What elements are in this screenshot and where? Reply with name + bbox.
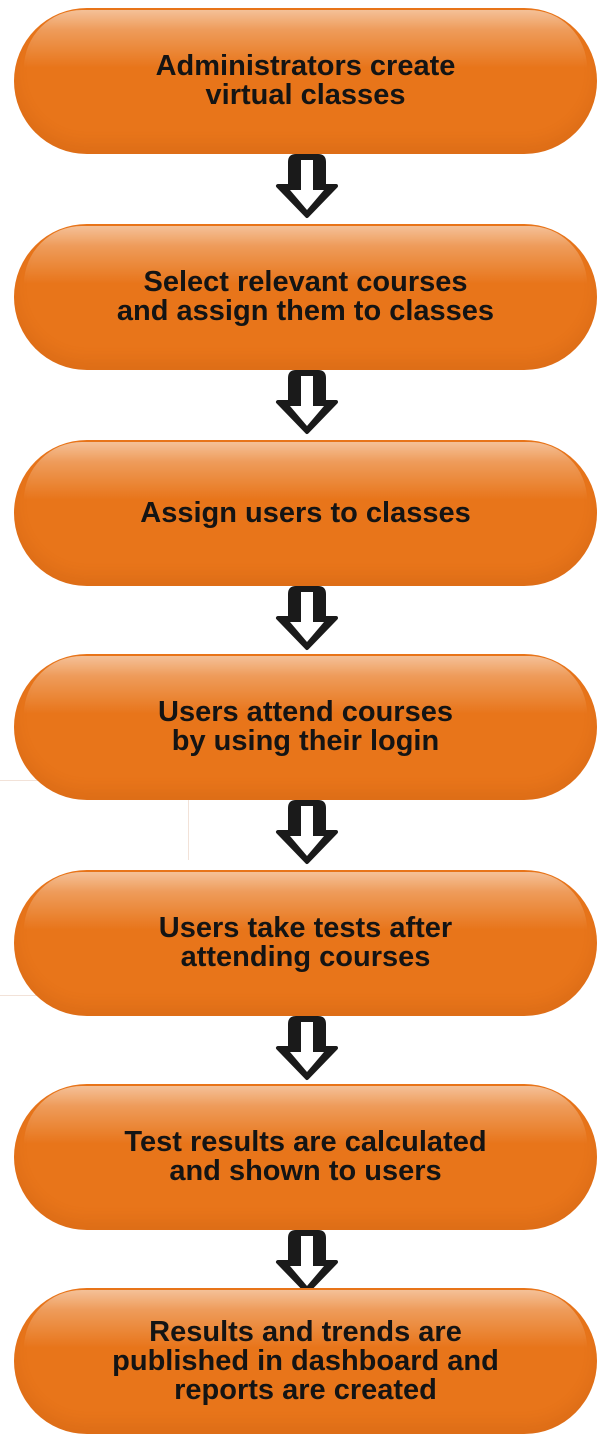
down-arrow-icon bbox=[272, 1016, 342, 1082]
down-arrow-icon bbox=[272, 154, 342, 220]
step-label: Test results are calculated and shown to… bbox=[124, 1126, 487, 1187]
step-6-results-calculated: Test results are calculated and shown to… bbox=[14, 1084, 597, 1230]
step-2-assign-courses: Select relevant courses and assign them … bbox=[14, 224, 597, 370]
step-label: Assign users to classes bbox=[140, 496, 471, 529]
step-7-reports-published: Results and trends are published in dash… bbox=[14, 1288, 597, 1434]
step-gloss bbox=[24, 442, 587, 500]
down-arrow-icon bbox=[272, 370, 342, 436]
step-5-take-tests: Users take tests after attending courses bbox=[14, 870, 597, 1016]
down-arrow-icon bbox=[272, 586, 342, 652]
step-1-create-classes: Administrators create virtual classes bbox=[14, 8, 597, 154]
down-arrow-icon bbox=[272, 1230, 342, 1296]
down-arrow-icon bbox=[272, 800, 342, 866]
step-label: Users take tests after attending courses bbox=[158, 912, 453, 973]
step-4-attend-courses: Users attend courses by using their logi… bbox=[14, 654, 597, 800]
step-label: Users attend courses by using their logi… bbox=[158, 696, 453, 757]
step-label: Administrators create virtual classes bbox=[155, 50, 456, 111]
step-label: Select relevant courses and assign them … bbox=[116, 266, 495, 327]
step-label: Results and trends are published in dash… bbox=[112, 1315, 499, 1406]
step-3-assign-users: Assign users to classes bbox=[14, 440, 597, 586]
